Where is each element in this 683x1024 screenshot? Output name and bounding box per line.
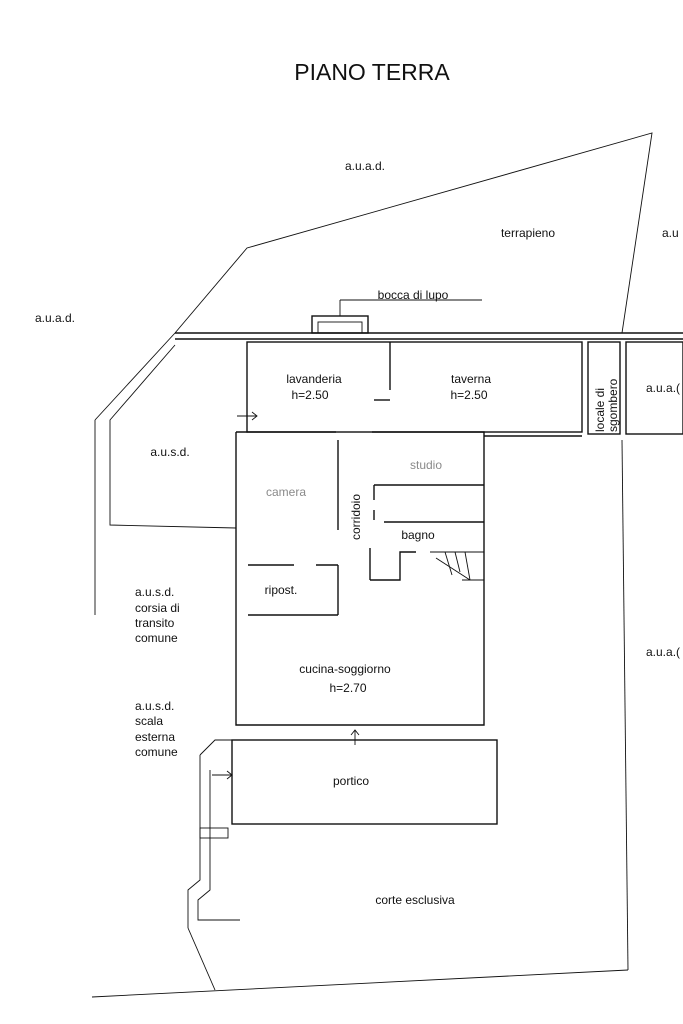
label-cucina-soggiorno: cucina-soggiorno [299,662,391,676]
label-camera: camera [266,485,306,499]
label-bagno: bagno [401,528,435,542]
label-ausd-upper: a.u.s.d. [150,445,189,459]
label-ausd-corsia-4: comune [135,631,178,645]
label-corridoio: corridoio [349,494,363,540]
site-boundary [91,132,653,998]
label-ausd-corsia-2: corsia di [135,601,180,615]
label-lavanderia: lavanderia [286,372,342,386]
label-locale-line2: sgombero [606,378,620,432]
label-portico: portico [333,774,369,788]
bocca-di-lupo-well [311,299,482,334]
label-auad-right-top: a.u [662,226,679,240]
label-auad-right-mid: a.u.a.( [646,381,680,395]
label-terrapieno: terrapieno [501,226,555,240]
plan-title: PIANO TERRA [294,59,450,85]
label-ausd-scala-2: scala [135,714,163,728]
label-auad-right-low: a.u.a.( [646,645,680,659]
internal-stairs [430,551,484,581]
label-ausd-scala-1: a.u.s.d. [135,699,174,713]
label-locale-line1: locale di [593,388,607,432]
label-studio: studio [410,458,442,472]
label-auad-left: a.u.a.d. [35,311,75,325]
label-lavanderia-height: h=2.50 [291,388,328,402]
label-ausd-scala-3: esterna [135,730,175,744]
label-taverna-height: h=2.50 [450,388,487,402]
label-ausd-corsia-3: transito [135,616,175,630]
building-walls [109,332,683,928]
entrance-arrow-icon [212,411,360,780]
label-bocca-di-lupo: bocca di lupo [378,288,449,302]
label-corte-esclusiva: corte esclusiva [375,893,455,907]
label-ausd-corsia-1: a.u.s.d. [135,585,174,599]
label-cucina-height: h=2.70 [329,681,366,695]
label-taverna: taverna [451,372,491,386]
label-ausd-scala-4: comune [135,745,178,759]
label-auad-top: a.u.a.d. [345,159,385,173]
label-ripostiglio: ripost. [265,583,298,597]
